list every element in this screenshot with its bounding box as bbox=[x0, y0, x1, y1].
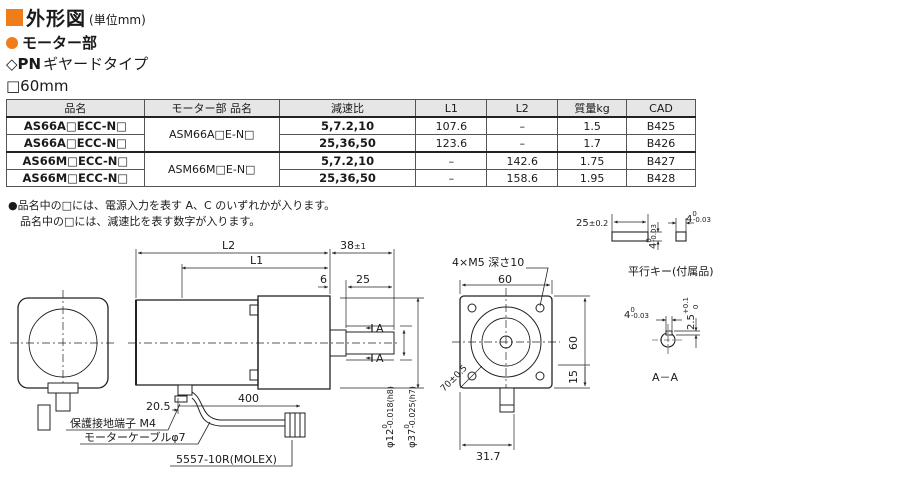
table-row: AS66M□ECC-N□ ASM66M□E-N□ 5,7.2,10 – 142.… bbox=[6, 151, 696, 187]
key-dim-25: 25±0.2 bbox=[576, 218, 608, 229]
gear-type-label: ギヤードタイプ bbox=[43, 55, 149, 73]
dim-15: 15 bbox=[567, 370, 580, 384]
section-dimensions bbox=[656, 316, 700, 348]
dim-l1: L1 bbox=[250, 254, 263, 267]
motor-cable-label: モーターケーブルφ7 bbox=[84, 430, 186, 444]
cell-motor: ASM66M□E-N□ bbox=[143, 151, 280, 187]
diamond-icon: ◇ bbox=[6, 54, 18, 73]
dim-31-7: 31.7 bbox=[476, 450, 501, 463]
col-header-name: 品名 bbox=[6, 99, 145, 118]
dim-pilot-37: φ370-0.025(h7) bbox=[403, 386, 418, 448]
dim-20-5: 20.5 bbox=[146, 400, 171, 413]
side-dimensions bbox=[66, 249, 424, 467]
cell-ratio: 5,7.2,10 bbox=[278, 151, 417, 170]
section-caption: A－A bbox=[652, 371, 679, 384]
table-row: AS66M□ECC-N□ 25,36,50 – 158.6 1.95 B428 bbox=[6, 169, 696, 187]
gear-type-line: ◇ PN ギヤードタイプ bbox=[6, 53, 148, 74]
front-dimensions bbox=[459, 267, 590, 450]
section-heading: 外形図 (単位mm) bbox=[6, 4, 146, 30]
notes: ●品名中の□には、電源入力を表す A、C のいずれかが入ります。 品名中の□には… bbox=[8, 198, 335, 230]
gear-type-code: PN bbox=[17, 54, 42, 73]
frame-size: □60mm bbox=[6, 77, 69, 95]
cell-name: AS66A□ECC-N□ bbox=[6, 134, 145, 153]
dim-shaft-12: φ120-0.018(h8) bbox=[381, 386, 396, 448]
cell-l2: 158.6 bbox=[486, 169, 559, 187]
orange-dot-marker bbox=[6, 36, 18, 49]
page-title: 外形図 bbox=[26, 7, 87, 30]
col-header-l1: L1 bbox=[415, 99, 488, 118]
cell-l1: 107.6 bbox=[415, 116, 488, 135]
dim-25: 25 bbox=[356, 273, 370, 286]
cell-motor: ASM66A□E-N□ bbox=[143, 116, 280, 153]
note-gear-ratio: 品名中の□には、減速比を表す数字が入ります。 bbox=[20, 215, 261, 228]
note-power-input: ●品名中の□には、電源入力を表す A、C のいずれかが入ります。 bbox=[8, 199, 336, 212]
cell-name: AS66M□ECC-N□ bbox=[6, 169, 145, 187]
connector-label: 5557-10R(MOLEX) bbox=[176, 453, 277, 466]
cell-mass: 1.75 bbox=[557, 151, 628, 170]
col-header-l2: L2 bbox=[486, 99, 559, 118]
col-header-motor: モーター部 品名 bbox=[143, 99, 280, 118]
key-dimensions bbox=[611, 214, 694, 250]
cell-ratio: 5,7.2,10 bbox=[278, 116, 417, 135]
cell-l1: 123.6 bbox=[415, 134, 488, 153]
key-dim-4-height: 40-0.03 bbox=[645, 224, 659, 249]
tapped-holes-label: 4×M5 深さ10 bbox=[452, 256, 524, 269]
col-header-mass: 質量kg bbox=[557, 99, 628, 118]
parallel-key-caption: 平行キー(付属品) bbox=[628, 265, 714, 278]
table-header-row: 品名 モーター部 品名 減速比 L1 L2 質量kg CAD bbox=[6, 99, 696, 118]
section-dim-4: 40-0.03 bbox=[624, 306, 649, 321]
dim-60-side: 60 bbox=[567, 336, 580, 350]
cell-l2: 142.6 bbox=[486, 151, 559, 170]
motor-rear-view bbox=[10, 290, 116, 431]
ground-terminal-label: 保護接地端子 M4 bbox=[70, 416, 156, 430]
motor-side-view bbox=[128, 295, 400, 438]
orange-square-marker bbox=[6, 8, 23, 26]
table-row: AS66A□ECC-N□ 25,36,50 123.6 – 1.7 B426 bbox=[6, 134, 696, 153]
section-label: モーター部 bbox=[22, 34, 98, 52]
spec-table: 品名 モーター部 品名 減速比 L1 L2 質量kg CAD AS66A□ECC… bbox=[6, 99, 696, 187]
dim-l2: L2 bbox=[222, 239, 235, 252]
dim-38: 38±1 bbox=[340, 239, 366, 252]
dim-60-top: 60 bbox=[498, 273, 512, 286]
cell-name: AS66M□ECC-N□ bbox=[6, 151, 145, 170]
cell-ratio: 25,36,50 bbox=[278, 169, 417, 187]
section-a-a bbox=[652, 324, 684, 356]
parallel-key-drawing bbox=[611, 231, 687, 242]
cell-mass: 1.95 bbox=[557, 169, 628, 187]
dim-400: 400 bbox=[238, 392, 259, 405]
key-dim-4-width: 40-0.03 bbox=[686, 210, 711, 225]
col-header-cad: CAD bbox=[626, 99, 696, 118]
dim-6: 6 bbox=[320, 273, 327, 286]
unit-note: (単位mm) bbox=[89, 13, 146, 27]
dim-pcd-70: 70±0.5 bbox=[439, 363, 470, 394]
table-row: AS66A□ECC-N□ ASM66A□E-N□ 5,7.2,10 107.6 … bbox=[6, 116, 696, 153]
motor-front-view bbox=[452, 288, 560, 413]
cell-cad: B428 bbox=[626, 169, 696, 187]
section-subtitle: モーター部 bbox=[6, 32, 97, 53]
section-mark-a-top: A bbox=[376, 322, 384, 335]
section-mark-a-bottom: A bbox=[376, 352, 384, 365]
